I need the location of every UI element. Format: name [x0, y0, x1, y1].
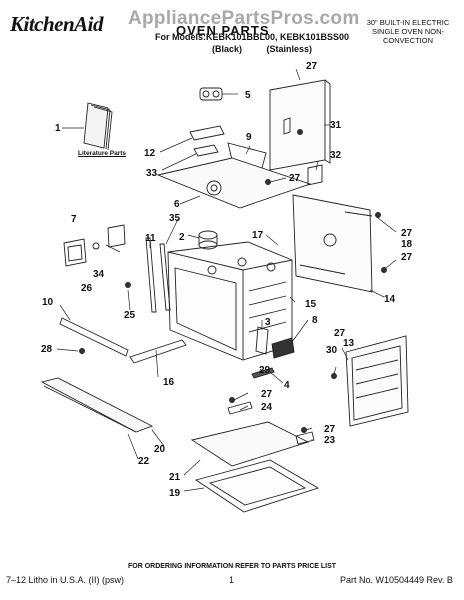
screw-icons	[79, 129, 387, 433]
callout-label: 20	[154, 444, 166, 455]
callout-label: 28	[41, 344, 53, 355]
switch-part	[199, 87, 223, 101]
retaining-clip	[295, 431, 315, 445]
bracket-part	[189, 125, 225, 141]
bottom-pan	[194, 459, 320, 513]
callout-label: 25	[124, 310, 136, 321]
callout-label: 16	[163, 377, 175, 388]
side-panel	[345, 335, 409, 427]
callout-label: 1	[55, 123, 61, 134]
callout-label: 27	[401, 252, 413, 263]
callout-label: 4	[284, 380, 290, 391]
callout-label: 27	[289, 173, 301, 184]
watermark: AppliancePartsPros.com	[128, 8, 360, 29]
callout-label: 27	[324, 424, 336, 435]
callout-label: 30	[326, 345, 338, 356]
terminal-block	[307, 164, 323, 186]
door-trim-panel	[40, 377, 154, 433]
callout-label: 17	[252, 230, 264, 241]
callout-label: 9	[246, 132, 252, 143]
callout-label: 5	[245, 90, 251, 101]
brand-logo: KitchenAid	[10, 12, 104, 36]
callout-label: 8	[312, 315, 318, 326]
callout-label: 27	[401, 228, 413, 239]
rear-panel	[292, 194, 373, 293]
literature-parts-booklet	[83, 102, 113, 151]
floor-bracket	[227, 401, 253, 415]
callout-label: 11	[145, 233, 156, 244]
callout-label: 13	[343, 338, 355, 349]
callout-label: 32	[330, 150, 342, 161]
top-panel	[156, 157, 312, 209]
callout-label: 10	[42, 297, 54, 308]
callout-label: 2	[179, 232, 185, 243]
part-number: Part No. W10504449 Rev. B	[340, 575, 453, 585]
page-number: 1	[229, 575, 235, 585]
callout-label: 18	[401, 239, 413, 250]
ordering-note: FOR ORDERING INFORMATION REFER TO PARTS …	[127, 563, 337, 570]
model-numbers: For Models:KEBK101BBL00, KEBK101BSS00	[155, 32, 350, 42]
callout-label: 6	[174, 199, 180, 210]
callout-label: 19	[169, 488, 181, 499]
bracket-part-33	[193, 144, 219, 157]
vent-tube	[198, 230, 218, 250]
callout-label: 7	[71, 214, 77, 225]
oven-floor-panel	[190, 421, 310, 467]
oven-cavity	[167, 241, 293, 361]
callout-label: 29	[259, 365, 271, 376]
control-label-set	[63, 224, 126, 267]
side-trim-35	[159, 243, 171, 311]
callout-label: 3	[265, 317, 271, 328]
print-info: 7–12 Litho in U.S.A. (II) (psw)	[6, 575, 125, 585]
callout-label: 31	[330, 120, 342, 131]
model-variants: (Black) (Stainless)	[212, 44, 313, 54]
callout-label: 27	[334, 328, 346, 339]
bottom-vent	[129, 339, 187, 364]
callout-label: 12	[144, 148, 156, 159]
callout-label: 15	[305, 299, 317, 310]
side-trim	[145, 237, 157, 313]
element-bracket	[255, 326, 269, 355]
hinge-bar	[251, 367, 275, 379]
literature-parts-label: Literature Parts	[78, 150, 127, 157]
page-title: OVEN PARTS	[176, 23, 270, 38]
callout-label: 35	[169, 213, 181, 224]
part-callouts: 1 2 3 4 5 6 7 8 9 10 11 12 13 14 15 16 1…	[41, 61, 413, 499]
callout-label: 14	[384, 294, 396, 305]
callout-label: 34	[93, 269, 105, 280]
lower-trim	[59, 317, 129, 357]
callout-label: 26	[81, 283, 93, 294]
control-panel-cover	[269, 79, 331, 171]
callout-label: 27	[306, 61, 318, 72]
callout-label: 21	[169, 472, 181, 483]
vent-grille	[271, 337, 295, 359]
callout-label: 22	[138, 456, 150, 467]
leader-lines	[56, 68, 397, 492]
callout-label: 33	[146, 168, 158, 179]
callout-label: 23	[324, 435, 336, 446]
callout-label: 27	[261, 389, 273, 400]
oven-description: 30" BUILT-IN ELECTRIC SINGLE OVEN NON-CO…	[366, 18, 450, 45]
callout-label: 24	[261, 402, 273, 413]
